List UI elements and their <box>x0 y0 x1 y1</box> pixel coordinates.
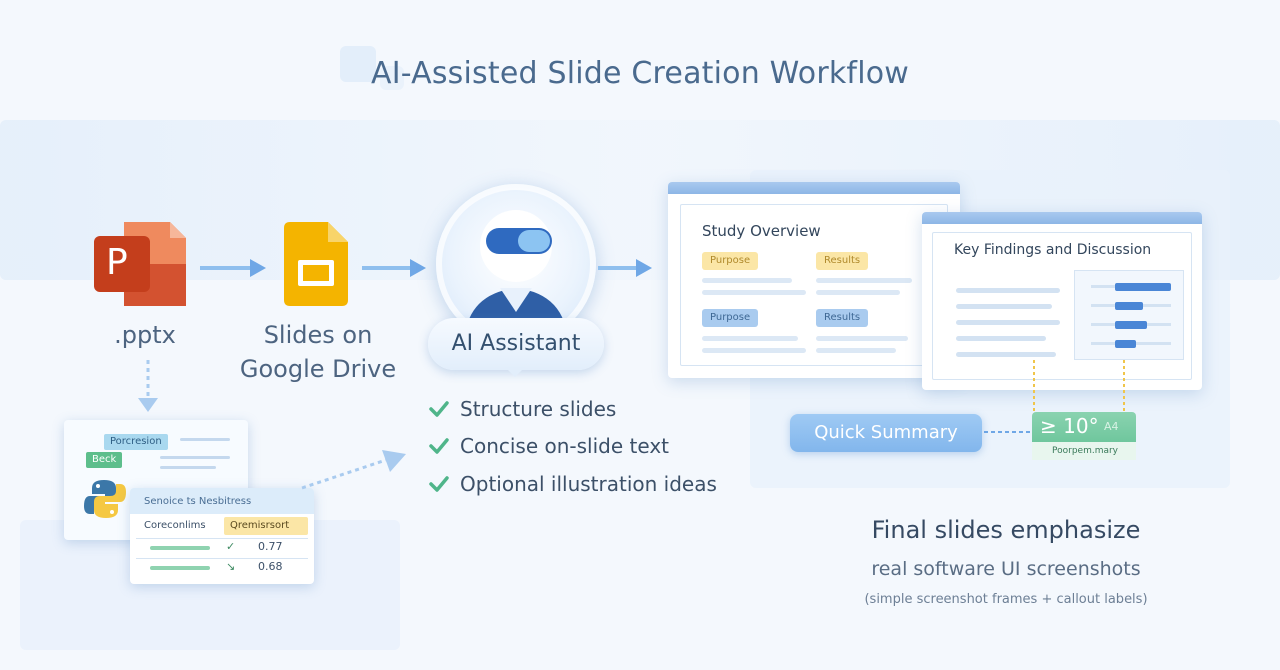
card-header-text: Senoice ts Nesbitress <box>144 496 252 507</box>
metric-sub-label: Poorpem.mary <box>1032 442 1136 460</box>
text-line <box>160 456 230 459</box>
feature-checklist: Structure slides Concise on-slide text O… <box>428 390 717 503</box>
card-tag: Beck <box>86 452 123 468</box>
mini-bar <box>1115 283 1171 291</box>
slide-title: Study Overview <box>702 222 821 240</box>
tag-purpose: Purpose <box>702 309 759 327</box>
checklist-item-label: Structure slides <box>460 396 617 421</box>
tag-purpose: Purpose <box>702 252 759 270</box>
bullet-line <box>956 304 1052 309</box>
powerpoint-letter: P <box>106 242 128 283</box>
row-value: 0.77 <box>258 540 283 553</box>
checklist-item: Optional illustration ideas <box>428 465 717 503</box>
text-line <box>816 290 900 295</box>
tag-results: Results <box>816 252 869 270</box>
check-icon <box>429 476 449 492</box>
slide-study-overview: Study Overview Purpose Results Purpose R… <box>668 182 960 378</box>
text-line <box>702 348 806 353</box>
tag-results: Results <box>816 309 869 327</box>
mini-bar <box>1115 340 1136 348</box>
screenshot-card-front: Senoice ts Nesbitress Coreconlims Qremis… <box>130 488 314 584</box>
table-row-bar <box>150 546 210 550</box>
row-mark: ✓ <box>226 540 236 553</box>
card-tag: Porcresion <box>104 434 168 450</box>
slide-key-findings: Key Findings and Discussion <box>922 212 1202 390</box>
pptx-label: .pptx <box>114 321 176 349</box>
ai-avatar-icon <box>436 184 596 344</box>
ai-assistant-label: AI Assistant <box>428 318 604 370</box>
final-subheading: real software UI screenshots <box>871 558 1141 580</box>
text-line <box>702 336 798 341</box>
metric-callout-badge: ≥ 10° A4 Poorpem.mary <box>1032 412 1136 460</box>
bullet-line <box>956 352 1056 357</box>
divider <box>136 558 308 559</box>
flow-arrow-1 <box>200 259 266 277</box>
checklist-item-label: Optional illustration ideas <box>460 471 717 496</box>
mini-chart <box>1074 270 1184 360</box>
page-title: AI-Assisted Slide Creation Workflow <box>370 56 910 91</box>
text-line <box>160 466 216 469</box>
mini-bar <box>1115 302 1143 310</box>
python-icon <box>84 480 126 518</box>
google-slides-icon <box>284 222 348 306</box>
mini-bar <box>1115 321 1147 329</box>
slide-title: Key Findings and Discussion <box>954 242 1152 258</box>
text-line <box>702 278 792 283</box>
slide-topbar <box>922 212 1202 224</box>
row-value: 0.68 <box>258 560 283 573</box>
table-row-bar <box>150 566 210 570</box>
column-header: Coreconlims <box>144 520 206 531</box>
check-icon <box>429 438 449 454</box>
flow-arrow-3 <box>598 259 652 277</box>
cards-to-ai-arrow <box>301 450 406 490</box>
ai-badge-tail <box>505 367 525 377</box>
quick-summary-callout: Quick Summary <box>790 414 982 452</box>
callout-connectors <box>1033 360 1125 412</box>
bullet-line <box>956 336 1046 341</box>
final-heading: Final slides emphasize <box>871 516 1141 544</box>
checklist-item: Structure slides <box>428 390 717 428</box>
text-line <box>816 336 908 341</box>
slide-inner-frame <box>932 232 1192 380</box>
metric-value: ≥ 10° <box>1040 414 1099 438</box>
mini-bar-chart <box>1091 283 1171 348</box>
bullet-line <box>956 288 1060 293</box>
text-line <box>816 278 912 283</box>
bullet-line <box>956 320 1060 325</box>
checklist-item: Concise on-slide text <box>428 428 717 466</box>
metric-extra: A4 <box>1104 420 1119 433</box>
divider <box>136 538 308 539</box>
google-slides-label-line2: Google Drive <box>239 355 397 383</box>
slide-topbar <box>668 182 960 194</box>
check-icon <box>429 401 449 417</box>
column-header-highlight: Qremisrsort <box>224 517 308 535</box>
powerpoint-icon: P <box>94 222 186 306</box>
checklist-item-label: Concise on-slide text <box>460 434 670 459</box>
google-slides-label: Slides on Google Drive <box>226 318 410 386</box>
final-note: (simple screenshot frames + callout labe… <box>864 592 1148 607</box>
text-line <box>180 438 230 441</box>
summary-connector <box>984 431 1032 433</box>
text-line <box>816 348 896 353</box>
card-header <box>130 488 314 514</box>
text-line <box>702 290 806 295</box>
row-mark: ↘ <box>226 560 236 573</box>
flow-arrow-2 <box>362 259 426 277</box>
down-arrow <box>138 360 158 412</box>
google-slides-label-line1: Slides on <box>263 321 373 349</box>
